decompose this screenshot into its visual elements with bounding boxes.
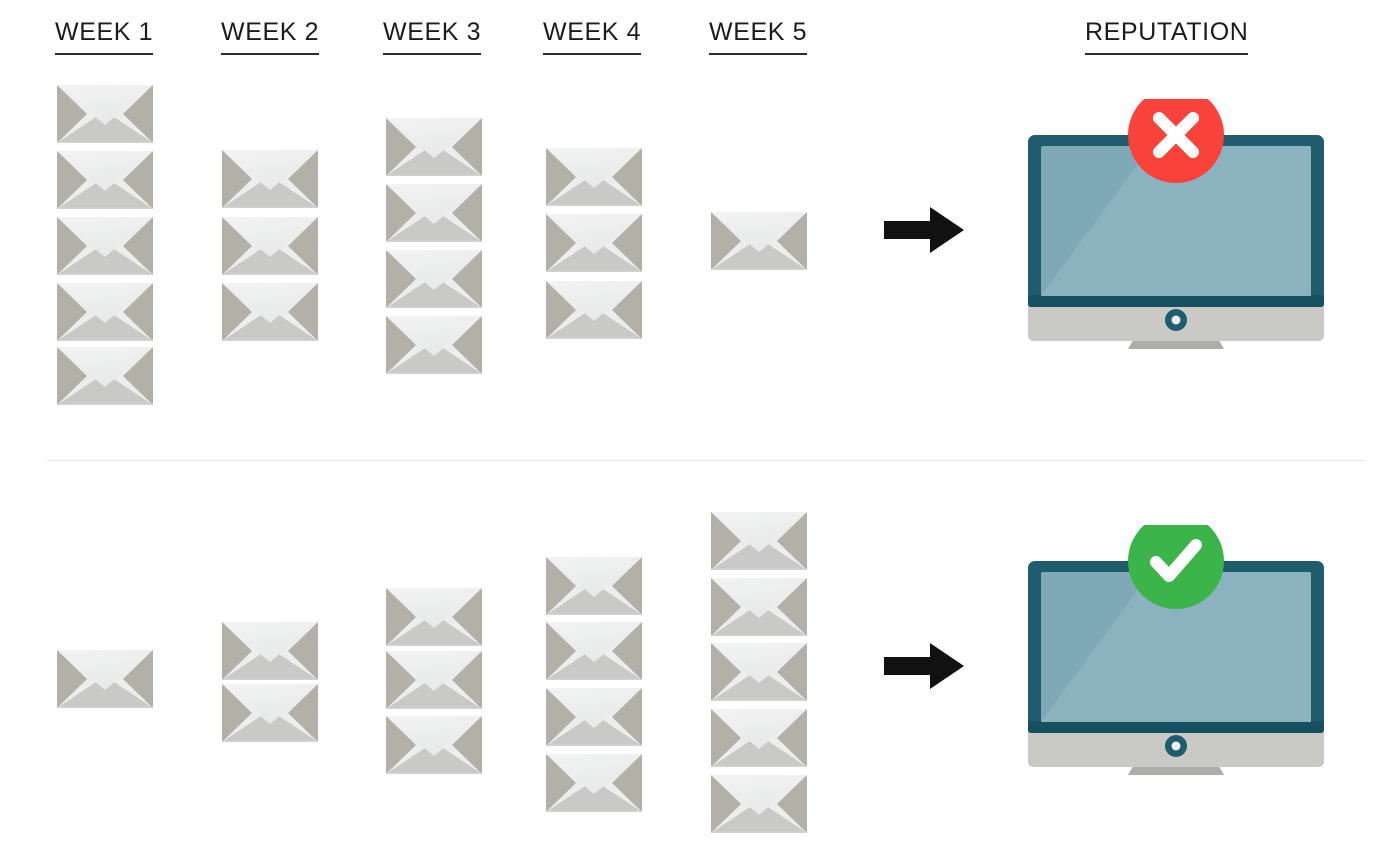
envelope-icon bbox=[222, 684, 318, 742]
row-divider bbox=[47, 460, 1365, 461]
envelope-icon bbox=[57, 85, 153, 143]
envelope-icon bbox=[57, 217, 153, 275]
column-header-week-5: WEEK 5 bbox=[709, 20, 808, 55]
envelope-icon bbox=[546, 148, 642, 206]
column-header-week-3: WEEK 3 bbox=[383, 20, 482, 55]
column-header-week-1: WEEK 1 bbox=[55, 20, 154, 55]
envelope-icon bbox=[711, 775, 807, 833]
arrow-right-icon bbox=[884, 643, 964, 689]
envelope-icon bbox=[711, 212, 807, 270]
envelope-icon bbox=[222, 150, 318, 208]
envelope-icon bbox=[711, 578, 807, 636]
envelope-icon bbox=[386, 118, 482, 176]
envelope-icon bbox=[57, 151, 153, 209]
envelope-icon bbox=[386, 588, 482, 646]
column-header-week-2: WEEK 2 bbox=[221, 20, 320, 55]
envelope-icon bbox=[386, 250, 482, 308]
desktop-monitor-icon-bad bbox=[1026, 99, 1326, 364]
arrow-right-icon bbox=[884, 207, 964, 253]
column-header-row: WEEK 1 WEEK 2 WEEK 3 WEEK 4 WEEK 5 REPUTATION bbox=[0, 0, 1400, 60]
envelope-icon bbox=[386, 316, 482, 374]
envelope-icon bbox=[546, 281, 642, 339]
envelope-icon bbox=[222, 283, 318, 341]
envelope-icon bbox=[57, 650, 153, 708]
envelope-icon bbox=[386, 651, 482, 709]
envelope-icon bbox=[57, 347, 153, 405]
desktop-monitor-icon-good bbox=[1026, 525, 1326, 790]
envelope-icon bbox=[711, 643, 807, 701]
envelope-icon bbox=[546, 688, 642, 746]
column-header-reputation: REPUTATION bbox=[1085, 20, 1249, 55]
envelope-icon bbox=[546, 754, 642, 812]
envelope-icon bbox=[711, 709, 807, 767]
envelope-icon bbox=[546, 622, 642, 680]
envelope-icon bbox=[222, 217, 318, 275]
envelope-icon bbox=[386, 184, 482, 242]
column-header-week-4: WEEK 4 bbox=[543, 20, 642, 55]
envelope-icon bbox=[386, 716, 482, 774]
envelope-icon bbox=[546, 557, 642, 615]
envelope-icon bbox=[711, 512, 807, 570]
envelope-icon bbox=[546, 214, 642, 272]
envelope-icon bbox=[57, 283, 153, 341]
envelope-icon bbox=[222, 622, 318, 680]
